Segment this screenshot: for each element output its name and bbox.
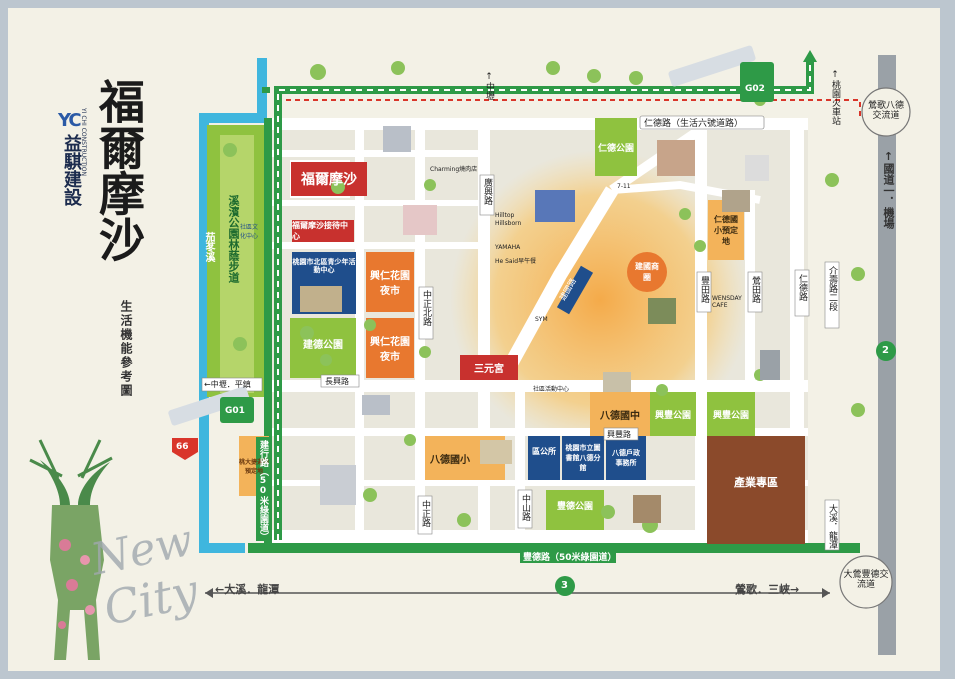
road-national: ↑國道一．機場: [882, 150, 895, 229]
renjie-park-block[interactable]: [595, 118, 637, 176]
interchange-south[interactable]: [839, 555, 893, 609]
station-g01-label: G01: [225, 406, 245, 416]
night-market-top-label: 興仁花園夜市: [370, 271, 410, 297]
district-office-label: 區公所: [532, 446, 556, 456]
jianguo-road-label-bg: [556, 265, 594, 315]
jiande-park-label: 建德公園: [303, 339, 343, 351]
sanyuan-temple-block[interactable]: [460, 355, 518, 380]
deer-icon: [29, 439, 113, 660]
road-jieshou-2: 介壽路二段: [827, 266, 837, 311]
company-name-en: YI CHI CONSTRUCTION: [80, 108, 87, 176]
industrial-zone-label: 產業專區: [734, 476, 778, 489]
road-zhongzheng: 中正路: [420, 500, 430, 527]
building-icon: [300, 126, 780, 523]
road-zhongyuan-pingzhen: ←中壢．平鎮: [204, 380, 251, 389]
mrt-site-label: 桃大捷運站預定地: [239, 459, 270, 475]
route-2-badge: 2: [882, 345, 889, 356]
road-yingtian: 鶯田路: [750, 276, 760, 303]
xingfeng-park2-block[interactable]: [707, 392, 755, 436]
subtitle: 生活機能參考圖: [119, 300, 133, 398]
road-zhongyuan-up: ↑中壢: [484, 72, 494, 100]
jiande-park-block[interactable]: [290, 318, 356, 378]
rail-arrow-icon: [803, 50, 817, 62]
road-guangxing: 廣興路: [482, 178, 492, 205]
road-fengtian: 豐田路: [699, 276, 709, 303]
interchange-south-label: 大鶯豐德交流道: [843, 570, 889, 590]
xingfeng-park-block[interactable]: [650, 392, 696, 436]
road-xingfeng: 興豐路: [607, 430, 631, 439]
station-g02[interactable]: [740, 62, 774, 102]
interchange-north-label: 鶯歌八德交流道: [867, 101, 904, 121]
fengde-park-label: 豐德公園: [556, 501, 593, 512]
logo-mark-text: YC: [58, 110, 82, 131]
night-market-bottom-label: 興仁花園夜市: [370, 337, 410, 363]
bade-junior-high-label: 八德國中: [600, 410, 640, 422]
project-title: 福爾摩沙: [92, 78, 146, 262]
sanyuan-temple-label: 三元宮: [474, 364, 504, 375]
route-3-badge: 3: [561, 580, 568, 591]
reception-block[interactable]: [292, 220, 354, 242]
district-office-block[interactable]: [528, 436, 560, 480]
jianguo-shopping-label: 建國商圈: [635, 262, 659, 282]
poi-wensday: WENSDAY CAFE: [712, 295, 742, 309]
jianguo-shopping-circle[interactable]: [627, 252, 667, 292]
logo-mark: YC: [58, 110, 82, 131]
road-feng-de: 豐德路（50米綠園道）: [523, 553, 617, 563]
interchange-north[interactable]: [861, 87, 911, 137]
project-block-label: 福爾摩沙: [301, 172, 357, 188]
industrial-zone-block[interactable]: [707, 436, 805, 544]
train-icon: [168, 45, 756, 426]
river-trail-label: 溪濱公園林蔭步道: [227, 195, 240, 283]
road-changxing: 長興路: [325, 377, 349, 386]
station-g01[interactable]: [220, 397, 254, 423]
road-daxi-longtan: ←大溪．龍潭: [215, 583, 280, 596]
road-taoyuan-train: ↑桃園火車站: [830, 70, 840, 125]
xingfeng-park2-label: 興豐公園: [712, 410, 749, 421]
project-block[interactable]: [291, 162, 367, 196]
river-name-label: 茄苳溪: [203, 232, 214, 262]
reception-label: 福爾摩沙接待中心: [292, 221, 348, 241]
renjie-park-label: 仁德公園: [597, 143, 634, 154]
route-66-badge: 66: [176, 442, 189, 452]
highway-badge-icon: [172, 438, 198, 460]
poi-hilltop: Hilltop: [495, 212, 515, 219]
fengde-park-block[interactable]: [546, 490, 604, 530]
renjie-school-label: 仁德國小預定地: [714, 214, 738, 246]
road-zhongshan: 中山路: [520, 494, 530, 521]
road-yingge-sanxia: 鶯歌．三峽→: [735, 583, 800, 596]
poi-community: 社區活動中心: [533, 386, 570, 393]
bade-elementary-label: 八德國小: [430, 454, 470, 466]
youth-center-label: 桃園市北區青少年活動中心: [292, 258, 356, 274]
road-jianxing: 建行路（50米綠園道）: [258, 440, 268, 541]
xingfeng-park-label: 興豐公園: [654, 410, 691, 421]
road-ren-de-v: 仁德路: [797, 274, 807, 301]
road-daxi-longtan-v: 大溪．龍潭: [827, 504, 837, 549]
library-label: 桃園市立圖書館八德分館: [565, 444, 601, 472]
library-block[interactable]: [562, 436, 604, 480]
culture-center-label: 社區文化中心: [240, 224, 259, 240]
company-name: 益騏建設: [61, 134, 82, 206]
household-office-label: 八德戶政事務所: [612, 449, 640, 467]
shopping-glow: [450, 150, 750, 450]
poi-he-said: He Said早午餐: [495, 258, 537, 265]
poi-yamaha: YAMAHA: [495, 244, 521, 251]
night-market-top[interactable]: [366, 252, 414, 312]
poi-charming: Charming燒肉店: [430, 166, 478, 173]
poi-sym: SYM: [535, 316, 548, 323]
road-zhongzheng-north: 中正北路: [421, 290, 431, 326]
road-ren-de: 仁德路（生活六號道路）: [644, 119, 744, 129]
household-office-block[interactable]: [606, 436, 646, 480]
poi-hillsborn: Hillsborn: [495, 220, 522, 227]
poi-7-11: 7-11: [617, 183, 631, 190]
station-g02-label: G02: [745, 84, 765, 94]
